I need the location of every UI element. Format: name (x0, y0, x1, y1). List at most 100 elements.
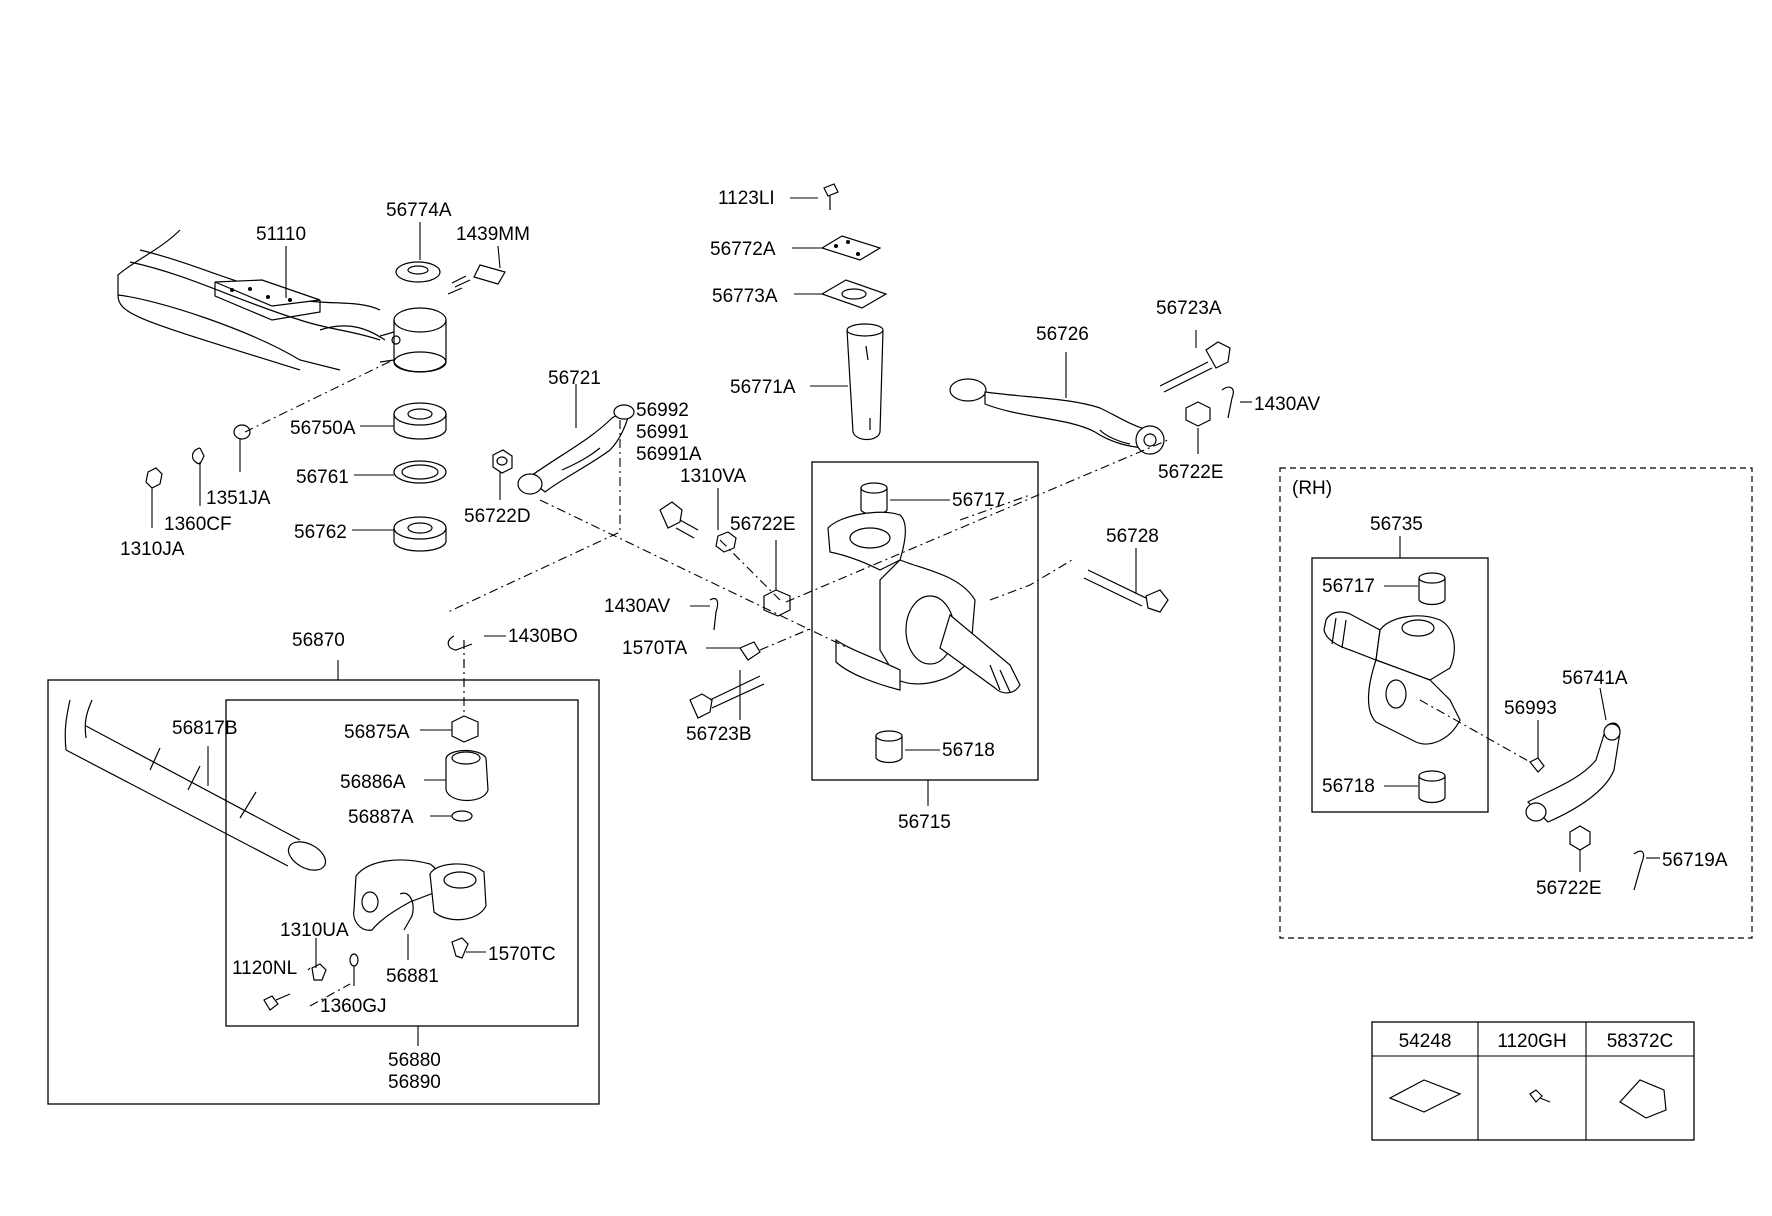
plate-54248-icon (1388, 1079, 1462, 1113)
label-56717-a: 56717 (952, 490, 1005, 511)
arm-56726 (949, 378, 1165, 455)
label-1120NL: 1120NL (232, 958, 297, 979)
label-1570TA: 1570TA (622, 638, 687, 659)
label-1360CF: 1360CF (164, 514, 232, 535)
table-header-3: 58372C (1607, 1031, 1674, 1052)
label-56761: 56761 (296, 467, 349, 488)
label-56771A: 56771A (730, 377, 796, 398)
fitting-1570TC (451, 937, 469, 959)
label-1310VA: 1310VA (680, 466, 747, 487)
arm-56741A (1525, 722, 1621, 823)
bolt-56993 (1529, 757, 1545, 773)
nut-56722E-b (1185, 401, 1211, 427)
label-56722E-c: 56722E (1536, 878, 1602, 899)
label-1123LI: 1123LI (718, 188, 775, 209)
label-56728: 56728 (1106, 526, 1159, 547)
washer-1351JA (233, 424, 251, 440)
label-56735: 56735 (1370, 514, 1423, 535)
bolt-56723B (689, 675, 765, 719)
label-1430BO: 1430BO (508, 626, 578, 647)
cotter-1430BO (447, 635, 473, 651)
label-56870: 56870 (292, 630, 345, 651)
label-56718-a: 56718 (942, 740, 995, 761)
parts-table: 54248 1120GH 58372C (1371, 1021, 1695, 1141)
nut-1310UA (311, 963, 327, 981)
knuckle-56735 (1323, 611, 1461, 745)
bolt-1310VA (659, 501, 699, 539)
table-header-1: 54248 (1399, 1031, 1452, 1052)
label-56762: 56762 (294, 522, 347, 543)
bolt-56728 (1083, 569, 1169, 613)
label-56773A: 56773A (712, 286, 778, 307)
label-1570TC: 1570TC (488, 944, 556, 965)
cotter-56719A (1633, 850, 1645, 891)
nut-1310VA (715, 531, 737, 553)
table-header-2: 1120GH (1497, 1031, 1566, 1052)
bolt-1120NL (263, 993, 291, 1011)
bolt-1439MM (447, 264, 506, 295)
washer-56774A (395, 261, 441, 283)
label-56774A: 56774A (386, 200, 452, 221)
bushing-56717-b (1418, 572, 1446, 606)
label-56817B: 56817B (172, 718, 238, 739)
label-56886A: 56886A (340, 772, 406, 793)
bushing-56750A (393, 402, 447, 440)
cotter-1430AV-a (1221, 386, 1234, 419)
label-56772A: 56772A (710, 239, 776, 260)
label-1310JA: 1310JA (120, 539, 185, 560)
label-51110: 51110 (256, 224, 306, 245)
label-56726: 56726 (1036, 324, 1089, 345)
label-1430AV-b: 1430AV (604, 596, 671, 617)
bushing-56718-a (875, 730, 903, 764)
tie-rod-end-box (225, 699, 579, 1027)
bolt-56723A (1159, 341, 1231, 393)
label-56719A: 56719A (1662, 850, 1728, 871)
label-56750A: 56750A (290, 418, 356, 439)
arm-56721 (517, 404, 635, 495)
label-56722E-a: 56722E (730, 514, 796, 535)
nut-56875A (451, 715, 479, 743)
label-56723B: 56723B (686, 724, 752, 745)
knuckle-56715 (827, 511, 1021, 694)
tie-rod-group-box (47, 679, 600, 1105)
rh-group-box (1279, 467, 1753, 939)
washer-1360GJ (349, 953, 359, 967)
label-56881: 56881 (386, 966, 439, 987)
label-56723A: 56723A (1156, 298, 1222, 319)
label-1351JA: 1351JA (206, 488, 271, 509)
nut-56722E-c (1569, 825, 1591, 851)
bushing-56718-b (1418, 770, 1446, 804)
cotter-1430AV-b (709, 597, 719, 631)
label-1430AV-a: 1430AV (1254, 394, 1321, 415)
bushing-56762 (393, 516, 447, 552)
label-56992: 56992 (636, 400, 689, 421)
label-1439MM: 1439MM (456, 224, 530, 245)
label-56887A: 56887A (348, 807, 414, 828)
label-56718-b: 56718 (1322, 776, 1375, 797)
bushing-56717-a (860, 482, 888, 516)
label-56722D: 56722D (464, 506, 531, 527)
label-56880: 56880 (388, 1050, 441, 1071)
label-56875A: 56875A (344, 722, 410, 743)
label-56721: 56721 (548, 368, 601, 389)
gasket-56773A (820, 279, 888, 309)
kingpin-56771A (846, 323, 884, 441)
bracket-58372C-icon (1619, 1079, 1667, 1119)
axle-beam (117, 229, 447, 373)
part-labels: 51110 56774A 1439MM 56750A 56761 56762 1… (120, 188, 1728, 1093)
tie-rod-end-56881 (353, 859, 487, 931)
label-56890: 56890 (388, 1072, 441, 1093)
label-56722E-b: 56722E (1158, 462, 1224, 483)
label-1310UA: 1310UA (280, 920, 349, 941)
label-56715: 56715 (898, 812, 951, 833)
knuckle-group-box (811, 461, 1039, 781)
nut-1310JA (145, 467, 163, 489)
fitting-1570TA (739, 641, 761, 661)
lock-washer-1360CF (191, 447, 205, 465)
bolt-1123LI (823, 183, 839, 210)
label-56993: 56993 (1504, 698, 1557, 719)
label-56741A: 56741A (1562, 668, 1628, 689)
boot-56886A (445, 749, 489, 802)
